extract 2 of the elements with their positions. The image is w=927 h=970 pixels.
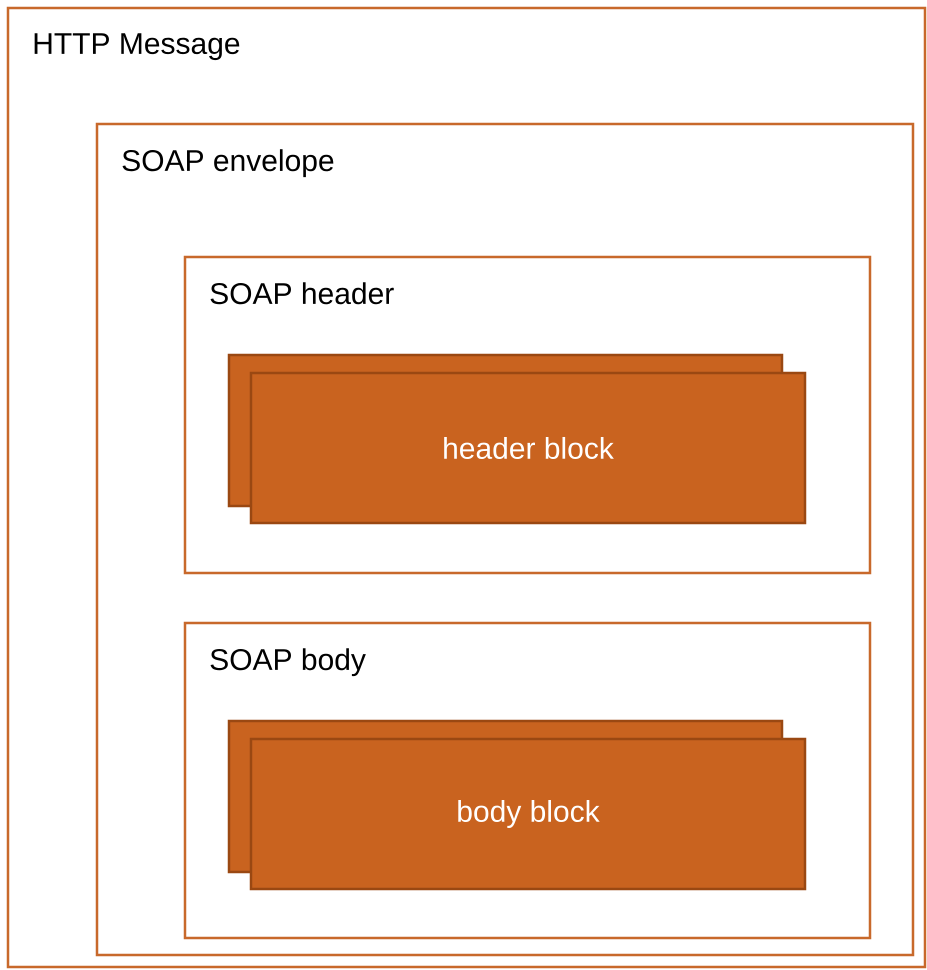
block-box: body block <box>250 738 806 890</box>
block-box: header block <box>250 372 806 524</box>
